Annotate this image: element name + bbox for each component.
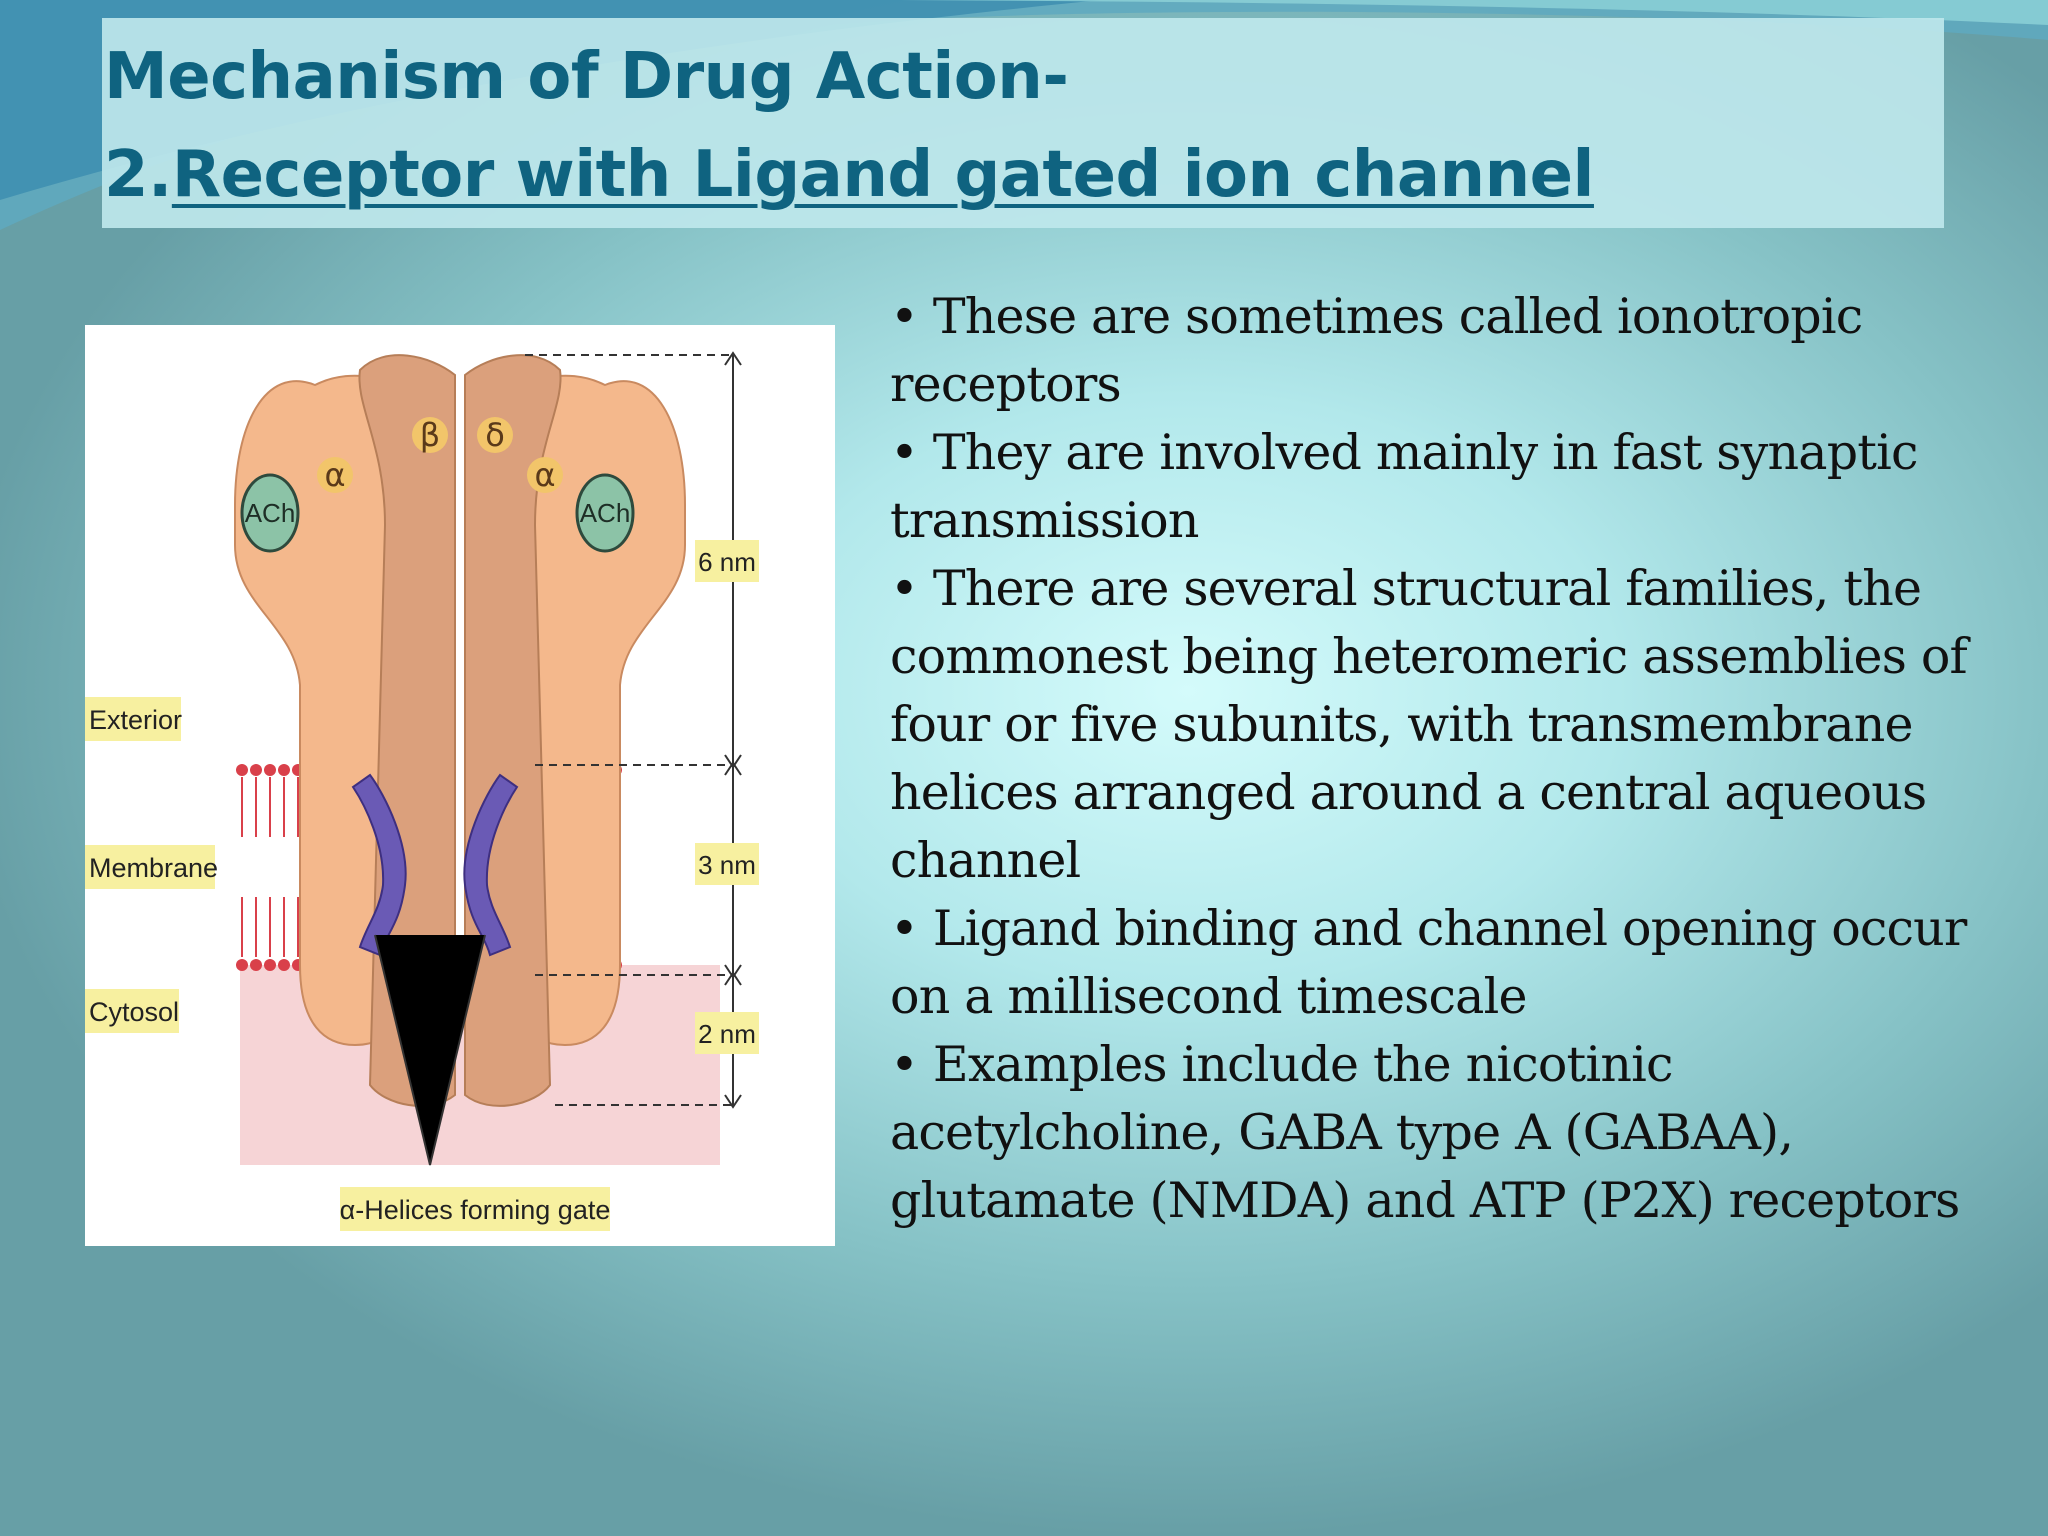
- bullet-list: • These are sometimes called ionotropic …: [890, 283, 2020, 1235]
- dimension-labels: 6 nm 3 nm 2 nm: [695, 540, 759, 1054]
- subunit-alpha-left: α: [324, 456, 345, 494]
- gate-pointer: [374, 934, 486, 1166]
- subtitle-link[interactable]: Receptor with Ligand gated ion channel: [171, 138, 1595, 212]
- ach-left: ACh: [245, 498, 296, 528]
- slide-title: Mechanism of Drug Action-: [104, 40, 1069, 114]
- gate-label: α-Helices forming gate: [340, 1195, 611, 1225]
- dimension-2nm: 2 nm: [698, 1019, 756, 1049]
- subtitle-number: 2.: [104, 138, 172, 212]
- gate-label-bg: [340, 1187, 610, 1231]
- bullet-item: • These are sometimes called ionotropic …: [890, 288, 1863, 413]
- label-cytosol: Cytosol: [89, 997, 179, 1027]
- subunit-labels: β δ α α: [317, 416, 563, 494]
- subunit-beta: β: [420, 416, 440, 454]
- bullet-item: • They are involved mainly in fast synap…: [890, 424, 1918, 549]
- bullet-item: • There are several structural families,…: [890, 560, 1968, 889]
- title-box: [102, 18, 1944, 228]
- label-membrane: Membrane: [89, 853, 218, 883]
- dimension-6nm: 6 nm: [698, 547, 756, 577]
- subunit-delta: δ: [485, 416, 505, 454]
- subunit-alpha-right: α: [534, 456, 555, 494]
- dimension-3nm: 3 nm: [698, 850, 756, 880]
- dimension-guides: [525, 351, 742, 1109]
- ach-right: ACh: [580, 498, 631, 528]
- label-exterior: Exterior: [89, 705, 182, 735]
- receptor-figure: β δ α α ACh ACh 6 nm 3 nm: [85, 325, 835, 1246]
- ach-ligands: ACh ACh: [240, 473, 635, 553]
- region-labels: Exterior Membrane Cytosol: [85, 697, 218, 1033]
- alpha-helices: [351, 773, 519, 957]
- slide-subtitle: 2.Receptor with Ligand gated ion channel: [104, 138, 1594, 212]
- bullet-item: • Examples include the nicotinic acetylc…: [890, 1036, 1960, 1229]
- bullet-item: • Ligand binding and channel opening occ…: [890, 900, 1967, 1025]
